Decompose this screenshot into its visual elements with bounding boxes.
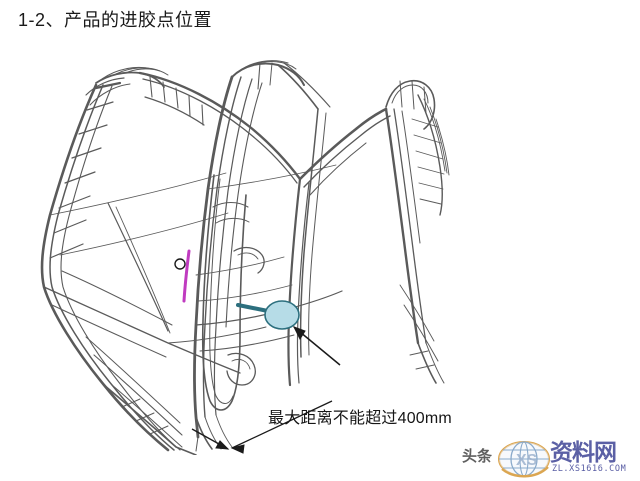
- magenta-highlight-edge: [182, 249, 191, 303]
- svg-text:XS: XS: [516, 452, 538, 469]
- dimension-caption: 最大距离不能超过400mm: [268, 410, 452, 427]
- gate-leader-line: [292, 326, 341, 366]
- wireframe-lines: [40, 60, 450, 455]
- page-title: 1-2、产品的进胶点位置: [18, 10, 213, 30]
- dimension-leader-lines: [191, 400, 333, 454]
- technical-drawing: [0, 55, 640, 455]
- globe-logo-icon: XS: [498, 441, 550, 478]
- watermark-brand-right: 资料网: [550, 439, 617, 465]
- watermark: 头条 XS 资料网 ZL.XS1616.COM: [462, 437, 640, 481]
- watermark-url: ZL.XS1616.COM: [552, 464, 627, 474]
- gate-point-marker: [236, 300, 300, 330]
- small-circle-marker: [174, 258, 186, 270]
- watermark-brand-left: 头条: [462, 448, 493, 465]
